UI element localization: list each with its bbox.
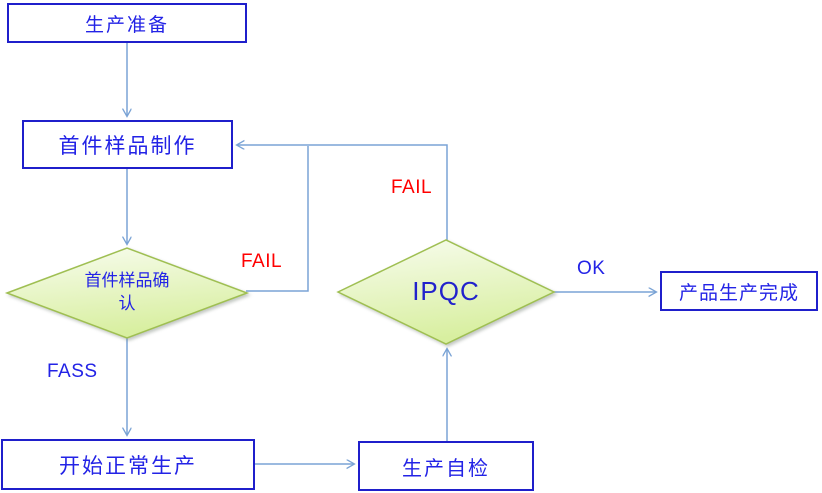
- node-label: 开始正常生产: [59, 453, 197, 478]
- node-production-self-check: 生产自检: [358, 441, 534, 491]
- edge-label-ipqc-fail: FAIL: [391, 177, 433, 198]
- node-start-normal-production: 开始正常生产: [1, 439, 255, 490]
- node-ipqc: IPQC: [396, 266, 496, 318]
- node-first-sample-make: 首件样品制作: [22, 120, 233, 169]
- edge-label-confirm-fail: FAIL: [241, 251, 283, 272]
- node-label: 首件样品制作: [58, 133, 197, 158]
- node-label: IPQC: [412, 276, 480, 307]
- node-first-sample-confirm: 首件样品确认: [77, 262, 177, 324]
- edge-ipqc-fail-return: [237, 145, 448, 240]
- node-production-prep: 生产准备: [7, 3, 247, 43]
- node-label: 首件样品确认: [84, 271, 170, 314]
- node-label: 产品生产完成: [678, 281, 799, 304]
- edge-label-ipqc-ok: OK: [577, 258, 606, 279]
- node-product-complete: 产品生产完成: [660, 271, 818, 311]
- edge-confirm-fail-return: [246, 146, 309, 292]
- diamond-ipqc-shape: [336, 239, 556, 345]
- edge-label-confirm-pass: FASS: [47, 361, 98, 382]
- diamond-first-confirm-shape: [4, 247, 250, 339]
- node-label: 生产准备: [84, 13, 169, 36]
- node-label: 生产自检: [402, 455, 490, 480]
